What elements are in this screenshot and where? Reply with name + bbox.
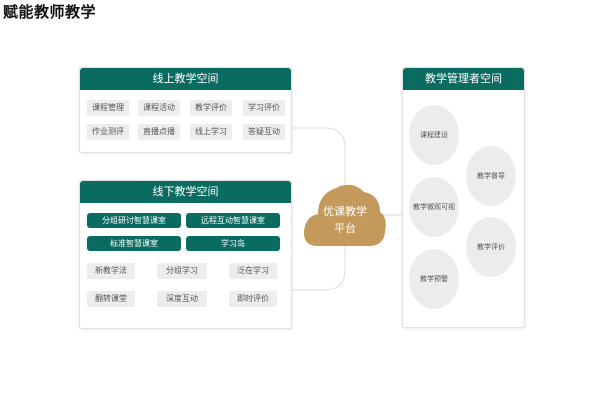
online-space-panel: 线上教学空间 课程管理 课程活动 教学评价 学习评价 作业测评 直播点播 线上学… [79, 67, 292, 153]
page-title: 赋能教师教学 [3, 3, 97, 21]
offline-item: 深度互动 [157, 291, 207, 307]
online-item: 课程管理 [87, 100, 129, 116]
offline-featured-item: 远程互动智慧课室 [186, 213, 280, 228]
online-item: 直播点播 [138, 124, 180, 140]
manager-item: 教学督导 [466, 146, 516, 206]
offline-space-header: 线下教学空间 [80, 181, 291, 203]
offline-featured-item: 分组研讨智慧课室 [87, 213, 181, 228]
online-item: 线上学习 [190, 124, 232, 140]
manager-space-panel: 教学管理者空间 课程建设 教学督导 教学微观可视 教学评价 教学预警 [402, 67, 525, 328]
platform-label-line2: 平台 [334, 222, 356, 235]
offline-item: 分组学习 [157, 263, 207, 279]
manager-item: 教学评价 [466, 217, 516, 277]
connector-online [290, 127, 346, 200]
online-item: 教学评价 [190, 100, 232, 116]
online-item: 答疑互动 [243, 124, 285, 140]
offline-item: 泛在学习 [229, 263, 277, 279]
manager-item: 课程建设 [409, 105, 459, 165]
online-space-header: 线上教学空间 [80, 68, 291, 90]
offline-item: 翻转课堂 [87, 291, 135, 307]
offline-item: 新教学法 [87, 263, 135, 279]
manager-item: 教学微观可视 [409, 177, 459, 237]
manager-space-header: 教学管理者空间 [403, 68, 524, 90]
offline-item: 即时评价 [229, 291, 277, 307]
online-item: 作业测评 [87, 124, 129, 140]
platform-label: 优课教学 平台 [309, 203, 381, 237]
offline-featured-item: 学习岛 [186, 236, 280, 251]
connector-offline [290, 230, 346, 291]
online-item: 学习评价 [243, 100, 285, 116]
manager-item: 教学预警 [409, 249, 459, 309]
platform-label-line1: 优课教学 [323, 205, 367, 218]
offline-space-panel: 线下教学空间 分组研讨智慧课室 远程互动智慧课室 标准智慧课室 学习岛 新教学法… [79, 180, 292, 329]
online-item: 课程活动 [138, 100, 180, 116]
offline-featured-item: 标准智慧课室 [87, 236, 181, 251]
platform-cloud-icon [303, 184, 386, 246]
